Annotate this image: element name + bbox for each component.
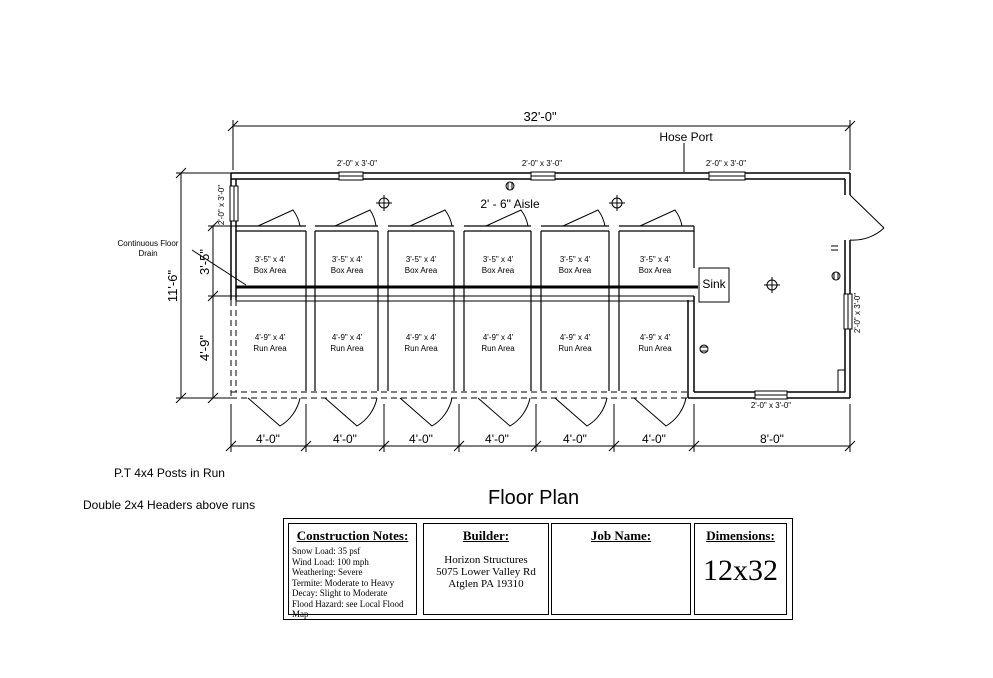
height-box-label: 3'-5" <box>197 249 212 275</box>
box-area-size-label: 3'-5" x 4' <box>640 255 671 264</box>
stall-width-label: 4'-0" <box>485 432 509 446</box>
box-area-label: Box Area <box>559 266 592 275</box>
stall-front-walls <box>236 225 695 268</box>
window-top-label-1: 2'-0" x 3'-0" <box>337 159 377 168</box>
window-left-label: 2'-0" x 3'-0" <box>217 185 226 225</box>
box-area-label: Box Area <box>482 266 515 275</box>
run-area-label: Run Area <box>330 344 364 353</box>
builder-cell: Builder: Horizon Structures 5075 Lower V… <box>423 523 549 615</box>
drain-label-line1: Continuous Floor <box>118 239 179 248</box>
run-area-label: Run Area <box>481 344 515 353</box>
stall-partitions <box>305 231 620 391</box>
run-area-size-label: 4'-9" x 4' <box>332 333 363 342</box>
window-bottom-label: 2'-0" x 3'-0" <box>751 401 791 410</box>
overall-width-label: 32'-0" <box>523 109 557 124</box>
dimensions-value: 12x32 <box>703 554 778 587</box>
run-area-label: Run Area <box>558 344 592 353</box>
run-area-size-label: 4'-9" x 4' <box>483 333 514 342</box>
box-area-size-label: 3'-5" x 4' <box>332 255 363 264</box>
builder-heading: Builder: <box>462 528 510 543</box>
construction-note: Snow Load: 35 psf <box>292 546 361 556</box>
page-title: Floor Plan <box>488 487 580 509</box>
construction-note: Wind Load: 100 mph <box>292 556 369 567</box>
dimensions-cell: Dimensions: 12x32 <box>694 523 787 615</box>
title-block: Construction Notes: Snow Load: 35 psf Wi… <box>283 518 793 620</box>
sink <box>698 267 730 303</box>
window-top-label-2: 2'-0" x 3'-0" <box>522 159 562 168</box>
run-area-size-label: 4'-9" x 4' <box>406 333 437 342</box>
run-area-outline <box>230 300 688 399</box>
stall-width-label: 4'-0" <box>642 432 666 446</box>
aisle-label: 2' - 6" Aisle <box>480 197 540 211</box>
run-area-size-label: 4'-9" x 4' <box>640 333 671 342</box>
box-area-label: Box Area <box>331 266 364 275</box>
entry-door <box>849 194 885 241</box>
vertical-dimensions <box>175 167 236 404</box>
light-fixtures <box>376 195 780 293</box>
construction-note: Weathering: Severe <box>292 567 363 577</box>
windows <box>229 171 853 400</box>
builder-line: Atglen PA 19310 <box>448 578 524 590</box>
construction-note: Decay: Slight to Moderate <box>292 588 388 598</box>
hose-port-label: Hose Port <box>659 130 713 144</box>
stall-width-label: 4'-0" <box>563 432 587 446</box>
headers-note: Double 2x4 Headers above runs <box>83 498 256 512</box>
run-area-size-label: 4'-9" x 4' <box>255 333 286 342</box>
builder-line: 5075 Lower Valley Rd <box>436 566 536 578</box>
construction-note: Flood Hazard: see Local Flood Map <box>292 598 404 620</box>
box-area-label: Box Area <box>405 266 438 275</box>
run-area-label: Run Area <box>253 344 287 353</box>
stall-width-label: 4'-0" <box>256 432 280 446</box>
construction-notes-list: Snow Load: 35 psf Wind Load: 100 mph Wea… <box>289 546 416 620</box>
end-width-label: 8'-0" <box>760 432 784 446</box>
stall-width-label: 4'-0" <box>409 432 433 446</box>
height-run-label: 4'-9" <box>197 335 212 361</box>
construction-notes-heading: Construction Notes: <box>296 528 409 543</box>
construction-notes-cell: Construction Notes: Snow Load: 35 psf Wi… <box>288 523 417 619</box>
window-right-label: 2'-0" x 3'-0" <box>853 293 862 333</box>
run-area-size-label: 4'-9" x 4' <box>560 333 591 342</box>
dimensions-heading: Dimensions: <box>706 528 775 543</box>
outlet-fixtures <box>505 181 841 354</box>
job-name-heading: Job Name: <box>590 528 652 543</box>
box-area-label: Box Area <box>639 266 672 275</box>
box-area-size-label: 3'-5" x 4' <box>406 255 437 264</box>
box-area-size-label: 3'-5" x 4' <box>560 255 591 264</box>
job-name-cell: Job Name: <box>551 523 691 615</box>
run-area-label: Run Area <box>404 344 438 353</box>
box-area-size-label: 3'-5" x 4' <box>255 255 286 264</box>
stall-labels: 3'-5" x 4' Box Area 4'-9" x 4' Run Area 4'-0… <box>253 255 672 446</box>
bottom-dimensions <box>225 404 856 452</box>
box-area-size-label: 3'-5" x 4' <box>483 255 514 264</box>
stall-width-label: 4'-0" <box>333 432 357 446</box>
builder-address: Horizon Structures 5075 Lower Valley Rd … <box>424 554 548 590</box>
stall-door-swings <box>257 209 683 227</box>
run-gate-swings <box>247 397 687 427</box>
height-total-label: 11'-6" <box>165 270 180 303</box>
run-area-label: Run Area <box>638 344 672 353</box>
builder-line: Horizon Structures <box>444 554 528 566</box>
posts-note: P.T 4x4 Posts in Run <box>114 466 225 480</box>
box-area-label: Box Area <box>254 266 287 275</box>
drain-label-line2: Drain <box>138 249 157 258</box>
sink-label: Sink <box>702 277 726 291</box>
construction-note: Termite: Moderate to Heavy <box>292 577 395 588</box>
window-top-label-3: 2'-0" x 3'-0" <box>706 159 746 168</box>
